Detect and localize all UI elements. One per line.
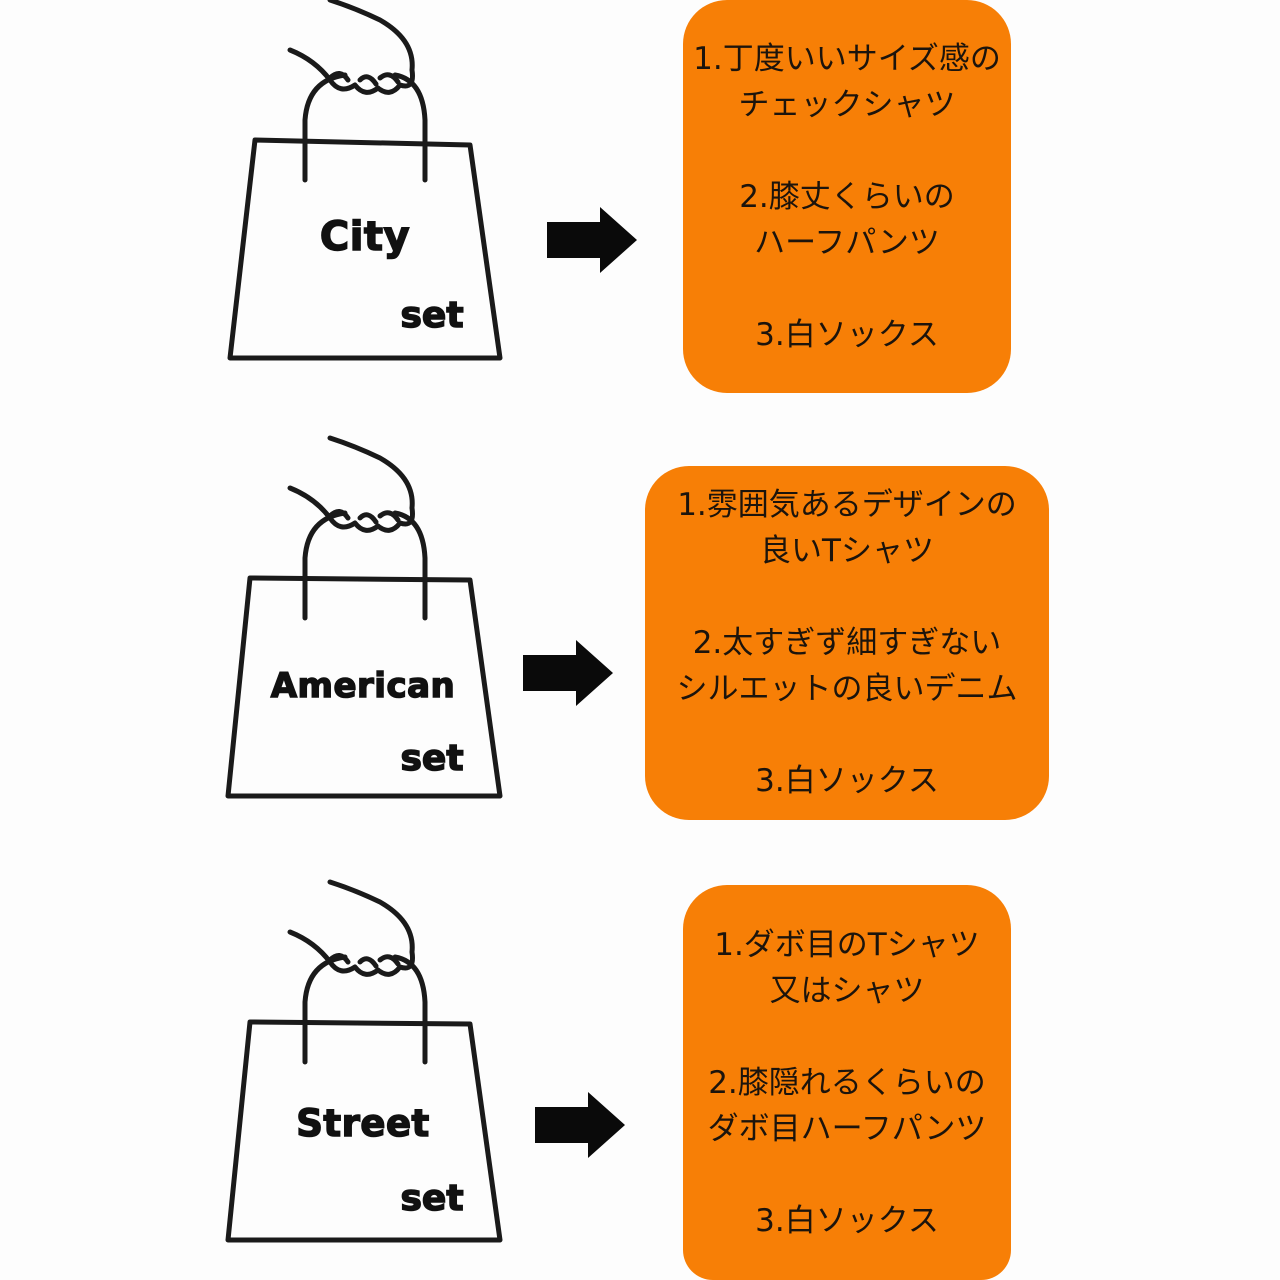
list-item: 2.膝隠れるくらいの ダボ目ハーフパンツ bbox=[707, 1064, 987, 1147]
list-item: 3.白ソックス bbox=[755, 1202, 939, 1239]
items-box-street: 1.ダボ目のTシャツ 又はシャツ 2.膝隠れるくらいの ダボ目ハーフパンツ 3.… bbox=[683, 885, 1011, 1280]
shopping-bag-hand-icon bbox=[225, 435, 503, 799]
list-item: 1.ダボ目のTシャツ 又はシャツ bbox=[714, 926, 980, 1009]
arrow-right-icon bbox=[547, 207, 637, 273]
shopping-bag-american: American set bbox=[220, 418, 520, 818]
items-box-city: 1.丁度いいサイズ感の チェックシャツ 2.膝丈くらいの ハーフパンツ 3.白ソ… bbox=[683, 0, 1011, 393]
items-box-american: 1.雰囲気あるデザインの 良いTシャツ 2.太すぎず細すぎない シルエットの良い… bbox=[645, 466, 1049, 820]
set-suffix: set bbox=[400, 1177, 465, 1220]
set-suffix: set bbox=[400, 294, 465, 337]
shopping-bag-hand-icon bbox=[227, 0, 503, 361]
set-name: American bbox=[270, 665, 456, 707]
set-suffix: set bbox=[400, 737, 465, 780]
shopping-bag-city: City set bbox=[220, 0, 520, 380]
list-item: 3.白ソックス bbox=[755, 763, 939, 799]
list-item: 2.膝丈くらいの ハーフパンツ bbox=[739, 178, 955, 261]
list-item: 2.太すぎず細すぎない シルエットの良いデニム bbox=[676, 625, 1018, 707]
list-item: 1.雰囲気あるデザインの 良いTシャツ bbox=[677, 487, 1017, 569]
set-name: City bbox=[319, 213, 411, 261]
shopping-bag-street: Street set bbox=[220, 862, 520, 1262]
set-name: Street bbox=[296, 1101, 430, 1146]
list-item: 1.丁度いいサイズ感の チェックシャツ bbox=[693, 40, 1001, 123]
arrow-right-icon bbox=[535, 1092, 625, 1158]
arrow-right-icon bbox=[523, 640, 613, 706]
shopping-bag-hand-icon bbox=[225, 879, 503, 1243]
list-item: 3.白ソックス bbox=[755, 316, 939, 353]
